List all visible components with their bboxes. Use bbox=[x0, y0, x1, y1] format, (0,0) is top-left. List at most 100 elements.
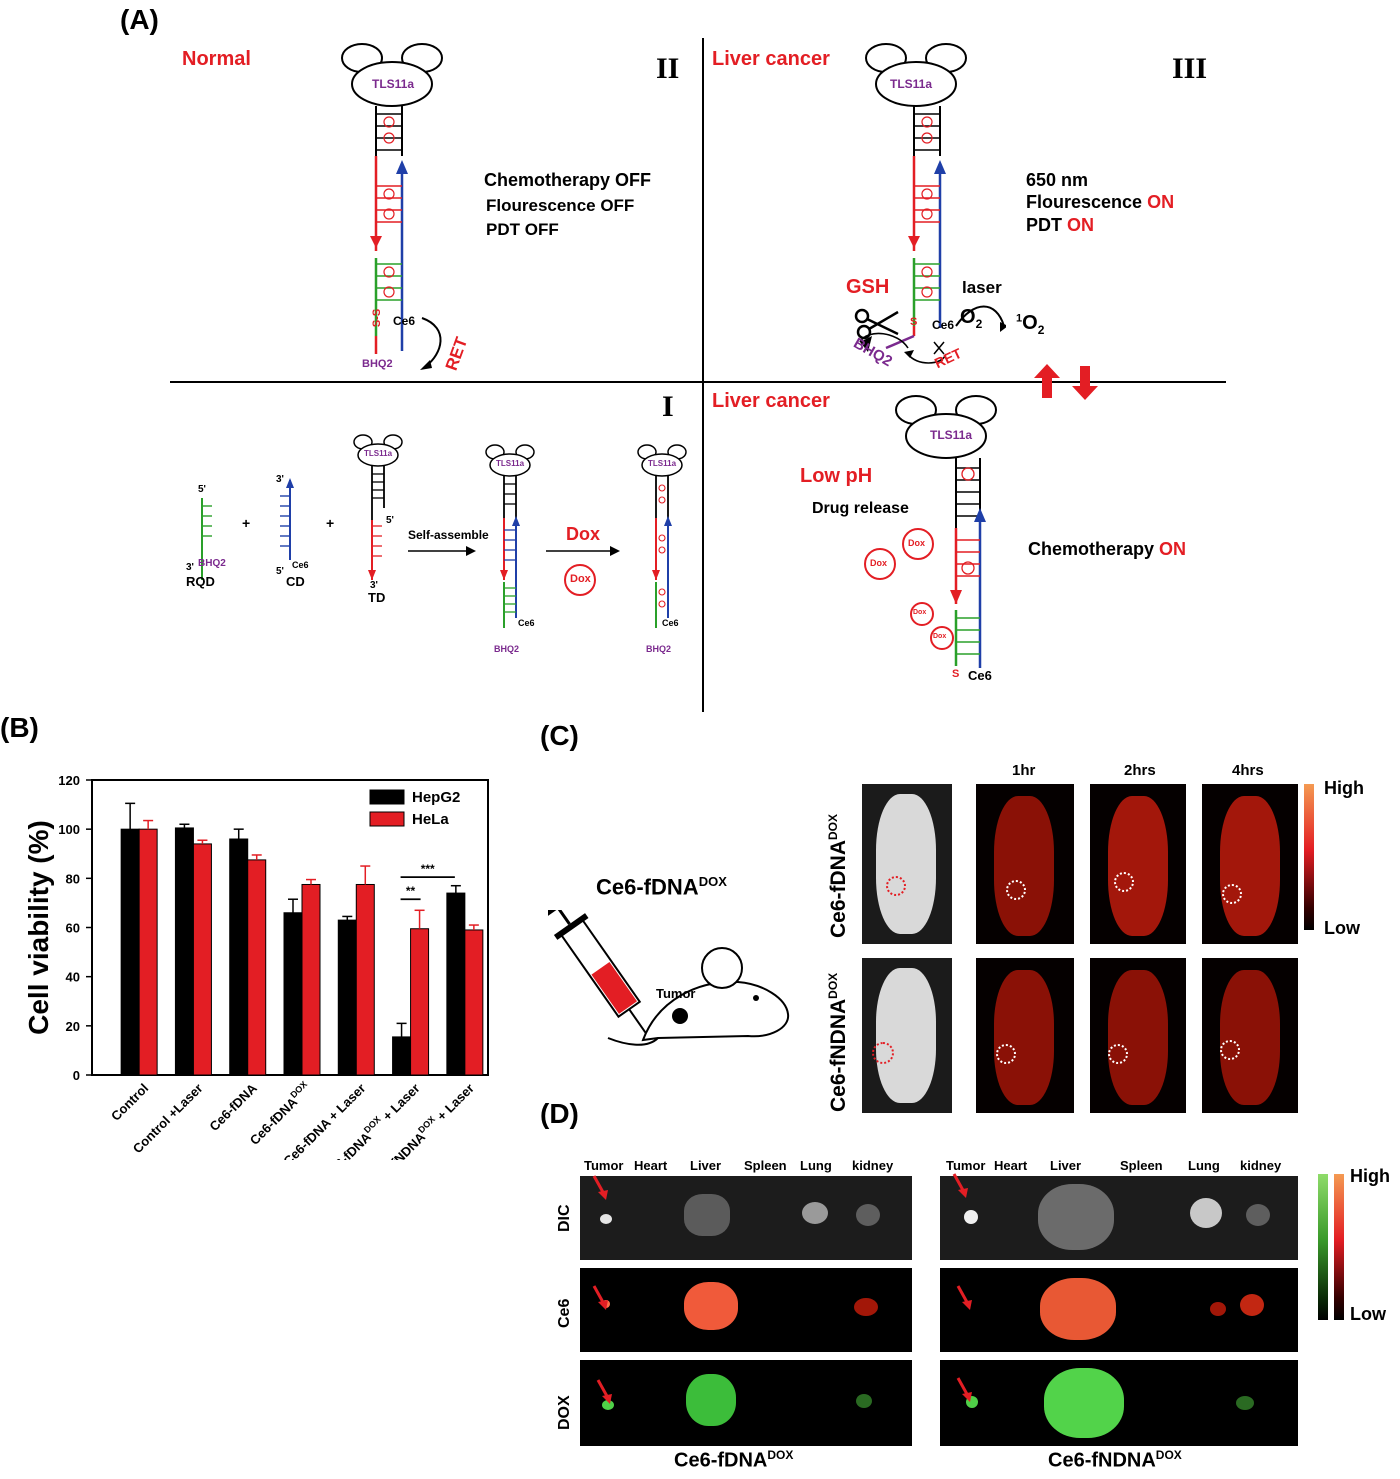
q3-o2: O2 bbox=[960, 306, 983, 331]
q1-cd-label: CD bbox=[286, 574, 305, 589]
q2-status-pdt: PDT OFF bbox=[486, 220, 559, 239]
bar-hepg2 bbox=[174, 827, 194, 1076]
q2-ce6-label: Ce6 bbox=[393, 314, 416, 328]
q1-mid-ce6: Ce6 bbox=[518, 618, 535, 628]
c-time-1: 1hr bbox=[1012, 762, 1036, 779]
q4-low-ph: Low pH bbox=[800, 465, 873, 487]
bar-hela bbox=[464, 929, 484, 1076]
d-organ-left-liver: Liver bbox=[690, 1158, 722, 1173]
q1-mid-bhq2: BHQ2 bbox=[494, 644, 520, 654]
c-fluor-r2-2hrs bbox=[1090, 958, 1186, 1113]
bar-hela bbox=[247, 859, 267, 1076]
up-arrow-icon bbox=[1034, 364, 1060, 398]
d-tumor-arrow-icon bbox=[592, 1175, 608, 1200]
c-scale-low: Low bbox=[1324, 918, 1360, 938]
d-row-label-ce6: Ce6 bbox=[556, 1298, 573, 1328]
c-mouse-photo-row1 bbox=[862, 784, 952, 944]
q2-aptamer-label: TLS11a bbox=[372, 77, 415, 91]
q1-td-three: 3' bbox=[370, 580, 378, 591]
q2-bhq2-label: BHQ2 bbox=[362, 358, 393, 370]
q2-status-fluor: Flourescence OFF bbox=[486, 196, 635, 215]
panel-a-vertical-divider bbox=[702, 38, 704, 712]
legend-label-hela: HeLa bbox=[412, 811, 449, 828]
x-tick-label: Control bbox=[108, 1081, 151, 1124]
q1-td-five: 5' bbox=[386, 515, 394, 526]
svg-text:+: + bbox=[326, 515, 334, 531]
q4-dna-construct bbox=[895, 395, 997, 668]
panel-b-label: (B) bbox=[0, 712, 39, 743]
q4-chemo-on: ON bbox=[1159, 539, 1187, 559]
q3-fluor-label: Flourescence bbox=[1026, 192, 1143, 212]
c-fluor-r2-1hr bbox=[976, 958, 1074, 1113]
svg-text:+: + bbox=[242, 515, 250, 531]
q4-dox-bubble-2: Dox bbox=[902, 528, 934, 560]
q4-chemo-label: Chemotherapy bbox=[1028, 539, 1155, 559]
d-tumor-arrow-icon bbox=[596, 1379, 612, 1404]
c-tumor-label: Tumor bbox=[656, 986, 696, 1001]
c-injection-label: Ce6-fDNADOX bbox=[596, 874, 727, 900]
y-tick-label: 120 bbox=[58, 773, 80, 788]
bar-hepg2 bbox=[229, 838, 249, 1076]
c-colorbar bbox=[1304, 784, 1314, 930]
d-organ-left-spleen: Spleen bbox=[744, 1158, 787, 1173]
bar-hepg2 bbox=[283, 912, 303, 1076]
q4-s-label: S bbox=[952, 668, 960, 680]
significance-label: ** bbox=[406, 884, 416, 898]
d-right-dic-strip bbox=[940, 1176, 1298, 1260]
c-fluor-r1-2hrs bbox=[1090, 784, 1186, 944]
y-tick-label: 60 bbox=[66, 921, 80, 936]
y-tick-label: 80 bbox=[66, 871, 80, 886]
d-organ-left-kidney: kidney bbox=[852, 1158, 894, 1173]
q2-condition: Normal bbox=[182, 48, 251, 70]
x-tick-label: Ce6-fDNA bbox=[206, 1080, 260, 1134]
q1-rqd-three: 3' bbox=[186, 562, 194, 573]
q2-ss-label: S-S bbox=[371, 308, 384, 328]
q1-mid-aptamer: TLS11a bbox=[496, 459, 525, 468]
c-row-label-2: Ce6-fNDNADOX bbox=[826, 972, 850, 1112]
y-tick-label: 0 bbox=[73, 1068, 80, 1083]
q4-drug-release: Drug release bbox=[812, 500, 909, 517]
c-scale-high: High bbox=[1324, 778, 1364, 798]
q3-aptamer-label: TLS11a bbox=[890, 77, 933, 91]
q4-condition: Liver cancer bbox=[712, 390, 830, 412]
panel-d-label: (D) bbox=[540, 1098, 579, 1129]
d-organ-left-tumor: Tumor bbox=[584, 1158, 624, 1173]
c-fluor-r2-4hrs bbox=[1202, 958, 1298, 1113]
q3-fluor-on: ON bbox=[1147, 192, 1175, 212]
d-left-ce6-strip bbox=[580, 1268, 912, 1352]
q2-roman: II bbox=[656, 52, 680, 85]
d-group-label-right: Ce6-fNDNADOX bbox=[1048, 1448, 1182, 1472]
q4-aptamer-label: TLS11a bbox=[930, 428, 973, 442]
panel-c-label: (C) bbox=[540, 720, 579, 751]
q3-pdt-line: PDT ON bbox=[1026, 215, 1094, 236]
bar-hela bbox=[355, 883, 375, 1076]
bar-hepg2 bbox=[392, 1036, 412, 1076]
d-tumor-arrow-icon bbox=[956, 1377, 972, 1402]
d-organ-right-spleen: Spleen bbox=[1120, 1158, 1163, 1173]
q2-status-chemo: Chemotherapy OFF bbox=[484, 170, 652, 190]
panel-a-horizontal-divider bbox=[170, 381, 1226, 383]
c-time-2: 2hrs bbox=[1124, 762, 1156, 779]
q4-ce6-label: Ce6 bbox=[968, 668, 992, 683]
significance-label: *** bbox=[421, 862, 435, 876]
d-organ-left-lung: Lung bbox=[800, 1158, 832, 1173]
legend-swatch-hepg2 bbox=[369, 789, 405, 805]
d-scale-high: High bbox=[1350, 1166, 1390, 1186]
d-organ-left-heart: Heart bbox=[634, 1158, 668, 1173]
bar-hela bbox=[410, 928, 430, 1076]
d-colorbar-red bbox=[1334, 1174, 1344, 1320]
bar-hepg2 bbox=[337, 919, 357, 1076]
d-organ-right-tumor: Tumor bbox=[946, 1158, 986, 1173]
d-row-label-dic: DIC bbox=[556, 1204, 573, 1232]
c-mouse-photo-row2 bbox=[862, 958, 952, 1113]
y-tick-label: 40 bbox=[66, 970, 80, 985]
q3-gsh-label: GSH bbox=[846, 276, 890, 298]
q3-s-label: S bbox=[910, 316, 918, 328]
d-scale-low: Low bbox=[1350, 1304, 1386, 1324]
q2-dna-construct bbox=[341, 43, 443, 370]
y-axis-label: Cell viability (%) bbox=[23, 820, 54, 1035]
panel-a-label: (A) bbox=[120, 4, 159, 35]
d-colorbar-green bbox=[1318, 1174, 1328, 1320]
c-time-3: 4hrs bbox=[1232, 762, 1264, 779]
